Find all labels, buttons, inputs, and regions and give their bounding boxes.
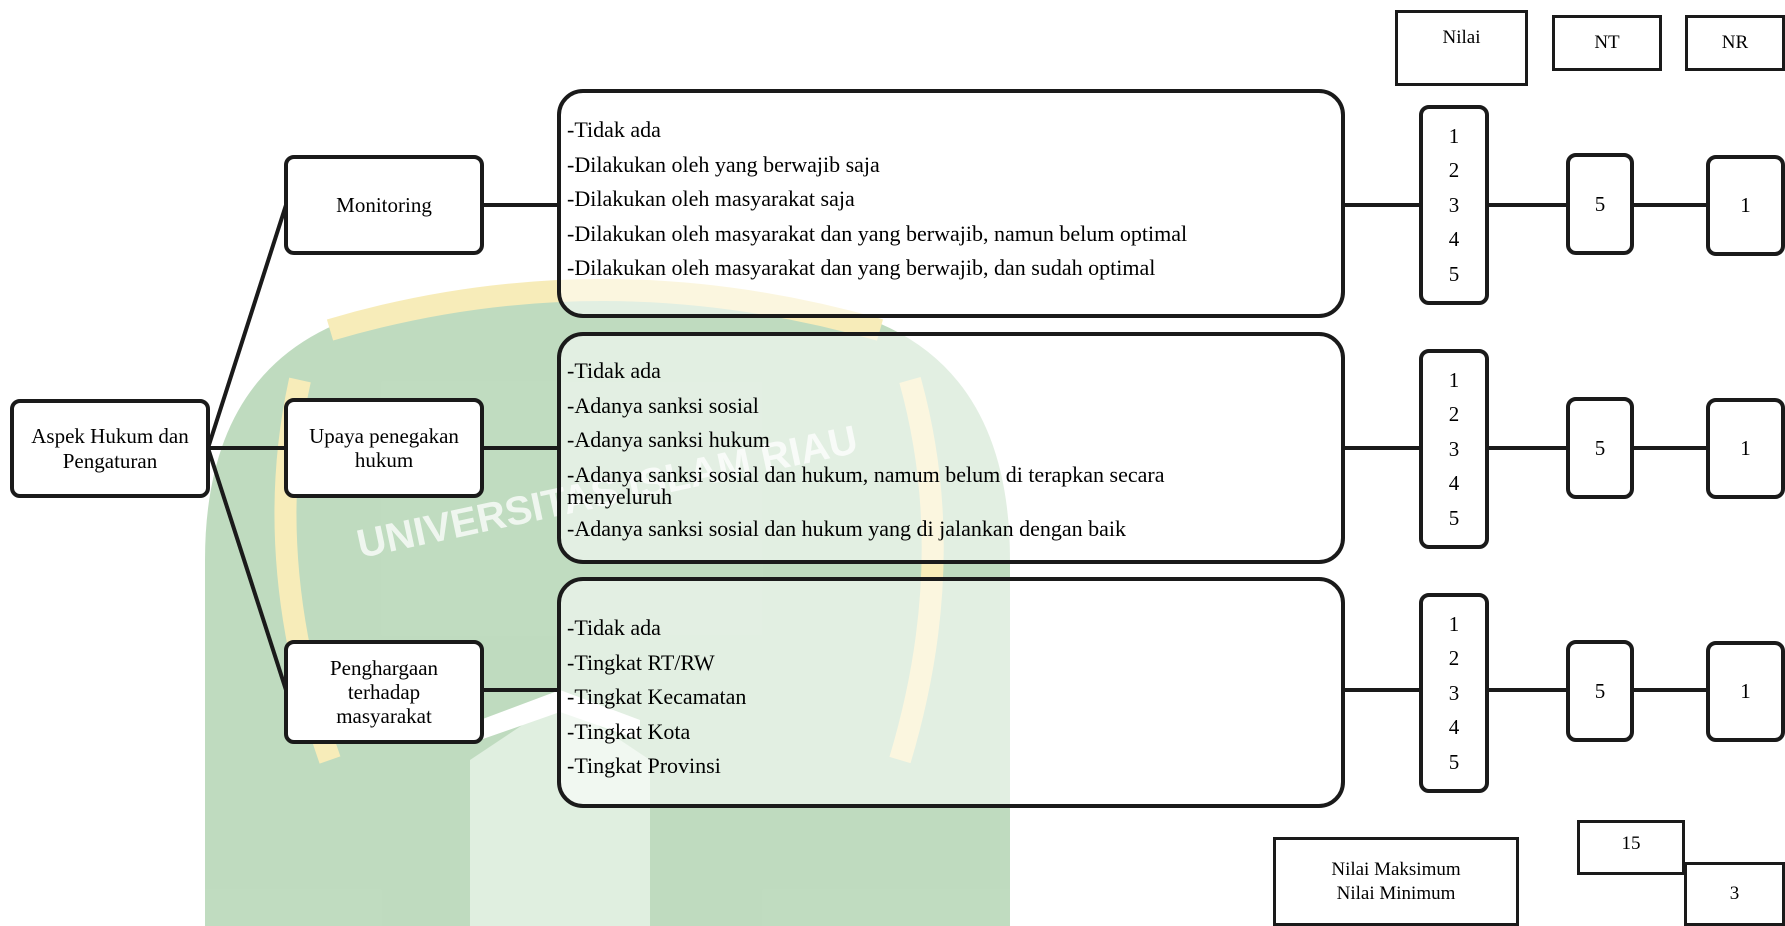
nr-value: 1 — [1740, 193, 1751, 217]
value-item: 4 — [1448, 471, 1460, 496]
nt-box-penghargaan-terhadap-masyarakat: 5 — [1566, 640, 1634, 742]
value-item: 3 — [1448, 680, 1460, 705]
values-box-upaya-penegakan-hukum: 1 2 3 4 5 — [1419, 349, 1489, 549]
min-value-box: 3 — [1684, 862, 1785, 926]
option-item: -Adanya sanksi sosial dan hukum, namum b… — [567, 461, 1165, 509]
option-item: -Dilakukan oleh masyarakat saja — [567, 186, 855, 211]
value-item: 1 — [1448, 611, 1460, 636]
option-item: -Tingkat RT/RW — [567, 649, 715, 675]
nt-value: 5 — [1594, 678, 1606, 703]
option-item: -Tingkat Provinsi — [567, 753, 721, 778]
nr-value: 1 — [1740, 436, 1751, 460]
value-item: 5 — [1448, 505, 1460, 530]
value-item: 5 — [1448, 261, 1460, 286]
nt-value: 5 — [1594, 191, 1606, 216]
min-label: Nilai Minimum — [1336, 882, 1456, 904]
options-box-penghargaan-terhadap-masyarakat: -Tidak ada -Tingkat RT/RW -Tingkat Kecam… — [557, 577, 1345, 808]
criterion-node-penghargaan-terhadap-masyarakat: Penghargaan terhadap masyarakat — [284, 640, 484, 744]
value-item: 3 — [1448, 436, 1460, 461]
option-item: -Adanya sanksi hukum — [567, 427, 770, 452]
value-item: 5 — [1448, 749, 1460, 774]
option-item: -Adanya sanksi sosial — [567, 392, 759, 418]
option-item: -Dilakukan oleh masyarakat dan yang berw… — [567, 220, 1188, 246]
nt-box-monitoring: 5 — [1566, 153, 1634, 255]
option-item: -Tidak ada — [567, 615, 661, 640]
value-item: 1 — [1448, 367, 1460, 392]
header-nr-text: NR — [1721, 32, 1749, 53]
option-item: -Adanya sanksi sosial dan hukum yang di … — [567, 515, 1127, 541]
root-node: Aspek Hukum dan Pengaturan — [10, 399, 210, 498]
value-item: 3 — [1448, 192, 1460, 217]
nt-value: 5 — [1594, 435, 1606, 460]
max-value-box: 15 — [1577, 820, 1685, 875]
options-box-upaya-penegakan-hukum: -Tidak ada -Adanya sanksi sosial -Adanya… — [557, 332, 1345, 564]
criterion-node-monitoring: Monitoring — [284, 155, 484, 255]
header-nilai: Nilai — [1395, 10, 1528, 86]
values-box-penghargaan-terhadap-masyarakat: 1 2 3 4 5 — [1419, 593, 1489, 793]
option-item: -Tidak ada — [567, 117, 661, 142]
nr-box-monitoring: 1 — [1706, 155, 1785, 256]
criterion-label: Monitoring — [336, 192, 432, 217]
header-nt-text: NT — [1594, 32, 1620, 53]
nr-box-penghargaan-terhadap-masyarakat: 1 — [1706, 641, 1785, 742]
value-item: 4 — [1448, 227, 1460, 252]
totals-label-box: Nilai Maksimum Nilai Minimum — [1273, 837, 1519, 926]
nr-value: 1 — [1740, 679, 1751, 703]
value-item: 1 — [1448, 123, 1460, 148]
option-item: -Dilakukan oleh yang berwajib saja — [567, 151, 880, 177]
nt-box-upaya-penegakan-hukum: 5 — [1566, 397, 1634, 499]
header-nr: NR — [1685, 15, 1785, 71]
value-item: 2 — [1448, 646, 1460, 671]
header-nilai-text: Nilai — [1442, 27, 1481, 48]
criterion-label: Penghargaan terhadap masyarakat — [329, 655, 439, 729]
nr-box-upaya-penegakan-hukum: 1 — [1706, 398, 1785, 499]
criterion-label: Upaya penegakan hukum — [309, 423, 459, 472]
value-item: 4 — [1448, 715, 1460, 740]
header-nt: NT — [1552, 15, 1662, 71]
min-value: 3 — [1729, 883, 1740, 904]
options-box-monitoring: -Tidak ada -Dilakukan oleh yang berwajib… — [557, 89, 1345, 318]
value-item: 2 — [1448, 402, 1460, 427]
criterion-node-upaya-penegakan-hukum: Upaya penegakan hukum — [284, 398, 484, 498]
option-item: -Tingkat Kecamatan — [567, 684, 747, 709]
max-label: Nilai Maksimum — [1331, 858, 1461, 880]
option-item: -Dilakukan oleh masyarakat dan yang berw… — [567, 255, 1156, 280]
root-label: Aspek Hukum dan Pengaturan — [31, 424, 189, 473]
max-value: 15 — [1621, 833, 1641, 854]
option-item: -Tidak ada — [567, 358, 661, 383]
value-item: 2 — [1448, 158, 1460, 183]
option-item: -Tingkat Kota — [567, 718, 691, 744]
values-box-monitoring: 1 2 3 4 5 — [1419, 105, 1489, 305]
